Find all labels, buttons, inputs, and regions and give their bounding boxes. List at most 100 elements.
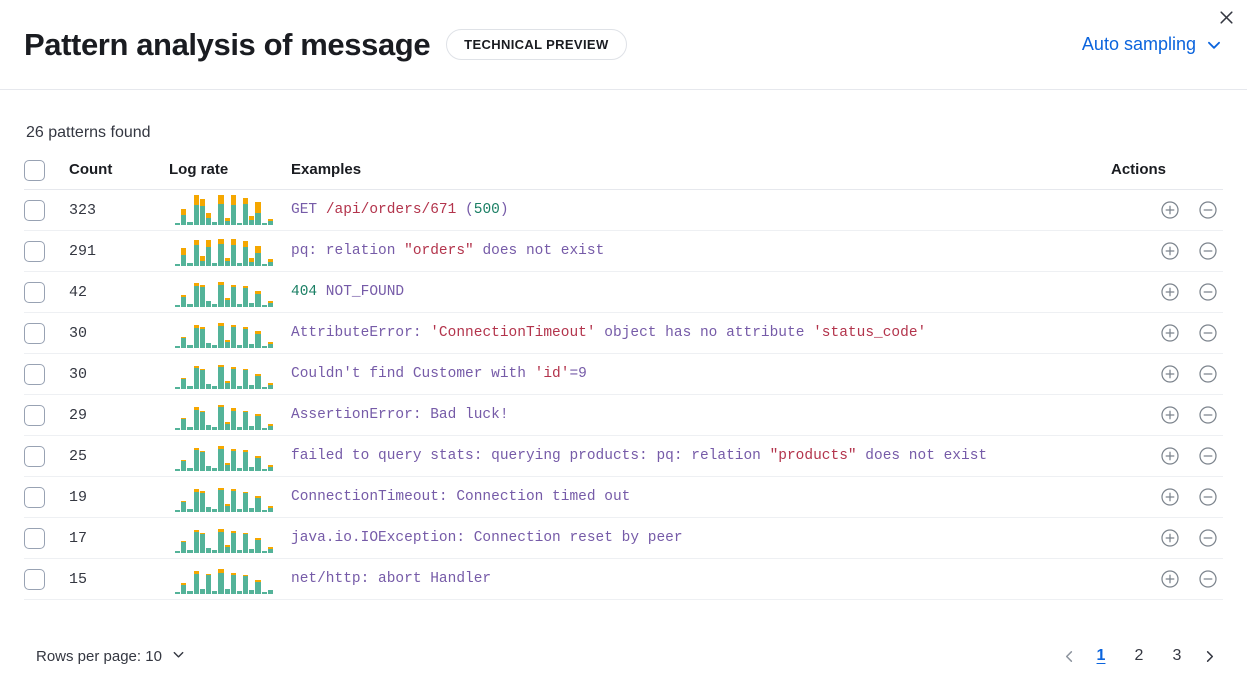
sparkline-bar	[236, 277, 243, 307]
sparkline-bar-primary	[243, 246, 249, 266]
plus-circle-icon[interactable]	[1155, 277, 1185, 307]
minus-circle-icon[interactable]	[1193, 400, 1223, 430]
actions-cell	[1111, 476, 1223, 518]
sparkline-bar	[236, 441, 243, 471]
sparkline-bar	[230, 564, 236, 594]
sparkline-bar	[224, 236, 230, 266]
sparkline-bar	[267, 482, 273, 512]
minus-circle-icon[interactable]	[1193, 523, 1223, 553]
message-token: does not exist	[856, 448, 988, 464]
sparkline-bar	[255, 195, 261, 225]
plus-circle-icon[interactable]	[1155, 400, 1185, 430]
sparkline-bar	[249, 195, 255, 225]
chevron-left-icon[interactable]	[1055, 642, 1083, 670]
sparkline-bar-primary	[193, 531, 199, 553]
minus-circle-icon[interactable]	[1193, 482, 1223, 512]
sparkline-bar-primary	[199, 412, 205, 430]
minus-circle-icon[interactable]	[1193, 318, 1223, 348]
row-checkbox[interactable]	[24, 445, 45, 467]
sparkline-bar-primary	[261, 551, 267, 553]
sparkline-bar-primary	[224, 505, 230, 512]
plus-circle-icon[interactable]	[1155, 523, 1185, 553]
sparkline-bar	[175, 277, 181, 307]
plus-circle-icon[interactable]	[1155, 441, 1185, 471]
row-checkbox[interactable]	[24, 363, 45, 385]
sparkline-bar-secondary	[249, 216, 255, 220]
sparkline-bar	[199, 400, 205, 430]
sparkline-bar	[255, 400, 261, 430]
row-checkbox[interactable]	[24, 199, 45, 221]
sparkline-bar-primary	[224, 423, 230, 430]
log-rate-sparkline	[175, 195, 273, 225]
close-icon[interactable]	[1212, 3, 1240, 31]
row-checkbox[interactable]	[24, 527, 45, 549]
minus-circle-icon[interactable]	[1193, 359, 1223, 389]
sparkline-bar-secondary	[199, 490, 205, 493]
sparkline-bar-primary	[181, 461, 187, 471]
sparkline-bar-primary	[243, 288, 249, 307]
sparkline-bar-primary	[224, 220, 230, 225]
pagination-page-1[interactable]: 1	[1096, 647, 1106, 664]
minus-circle-icon[interactable]	[1193, 564, 1223, 594]
sparkline-bar	[193, 277, 199, 307]
plus-circle-icon[interactable]	[1155, 482, 1185, 512]
sparkline-bar-secondary	[249, 258, 255, 262]
row-checkbox[interactable]	[24, 322, 45, 344]
table-header-row: Count Log rate Examples Actions	[24, 160, 1223, 190]
log-rate-cell	[169, 476, 291, 518]
sparkline-bar-primary	[224, 588, 230, 594]
row-checkbox[interactable]	[24, 240, 45, 262]
log-rate-cell	[169, 353, 291, 395]
sparkline-bar-primary	[255, 581, 261, 594]
count-cell: 42	[69, 271, 169, 313]
minus-circle-icon[interactable]	[1193, 441, 1223, 471]
row-checkbox[interactable]	[24, 281, 45, 303]
sparkline-bar-primary	[193, 409, 199, 430]
plus-circle-icon[interactable]	[1155, 564, 1185, 594]
pagination-page-3[interactable]: 3	[1172, 647, 1182, 664]
sparkline-bar-primary	[230, 450, 236, 471]
column-header-log-rate[interactable]: Log rate	[169, 160, 291, 190]
plus-circle-icon[interactable]	[1155, 236, 1185, 266]
plus-circle-icon[interactable]	[1155, 318, 1185, 348]
row-checkbox[interactable]	[24, 404, 45, 426]
pagination-page-2[interactable]: 2	[1134, 647, 1144, 664]
minus-circle-icon[interactable]	[1193, 277, 1223, 307]
column-header-count[interactable]: Count	[69, 160, 169, 190]
select-all-checkbox[interactable]	[24, 160, 45, 181]
page-title: Pattern analysis of message	[24, 26, 431, 62]
patterns-found-count: 26 patterns found	[26, 124, 151, 141]
sparkline-bar-primary	[193, 367, 199, 389]
column-header-examples[interactable]: Examples	[291, 160, 1111, 190]
plus-circle-icon[interactable]	[1155, 359, 1185, 389]
auto-sampling-dropdown[interactable]: Auto sampling	[1082, 34, 1223, 55]
actions-cell	[1111, 353, 1223, 395]
sparkline-bar-primary	[255, 375, 261, 389]
sparkline-bar-primary	[249, 466, 255, 471]
row-checkbox[interactable]	[24, 568, 45, 590]
sparkline-bar-primary	[267, 384, 273, 389]
minus-circle-icon[interactable]	[1193, 195, 1223, 225]
sparkline-bar-secondary	[230, 530, 236, 533]
log-rate-sparkline	[175, 277, 273, 307]
sparkline-bar	[193, 441, 199, 471]
minus-circle-icon[interactable]	[1193, 236, 1223, 266]
rows-per-page-selector[interactable]: Rows per page: 10	[24, 647, 186, 666]
sparkline-bar-primary	[181, 297, 187, 307]
sparkline-bar-primary	[249, 261, 255, 266]
sparkline-bar-secondary	[255, 456, 261, 458]
plus-circle-icon[interactable]	[1155, 195, 1185, 225]
row-checkbox[interactable]	[24, 486, 45, 508]
sparkline-bar-primary	[212, 509, 218, 512]
chevron-right-icon[interactable]	[1195, 642, 1223, 670]
